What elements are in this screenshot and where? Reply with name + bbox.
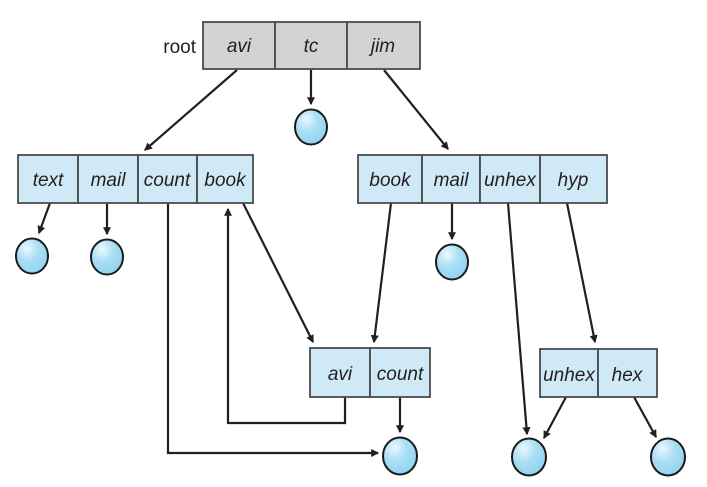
file-circle-shared-unhex: [511, 437, 547, 477]
right-cell-hyp: [539, 154, 608, 204]
file-circle-under-hex: [650, 437, 686, 477]
root-table-label: root: [163, 37, 196, 58]
left-cell-count: [137, 154, 198, 204]
middle-cell-count-label: count: [377, 364, 424, 385]
left-cell-mail: [77, 154, 139, 204]
bottom-right-directory-table: unhex hex: [539, 348, 658, 398]
link-left-book-to-middle-table: [242, 202, 314, 344]
link-right-book-to-middle-table: [370, 202, 393, 344]
right-cell-book: [357, 154, 423, 204]
root-cell-tc-label: tc: [304, 36, 319, 57]
middle-directory-table: avi count: [309, 347, 431, 398]
root-cell-avi: [202, 21, 276, 70]
left-directory-table: text mail count book: [17, 154, 254, 204]
left-cell-text: [17, 154, 79, 204]
middle-cell-count: [369, 347, 431, 398]
middle-cell-avi-label: avi: [328, 364, 353, 385]
file-circle-shared-count: [382, 436, 418, 476]
bottomright-cell-unhex-label: unhex: [543, 365, 596, 386]
right-cell-unhex-label: unhex: [484, 170, 537, 191]
root-directory-table: root avi tc jim: [163, 21, 421, 70]
link-left-text-to-file: [37, 202, 52, 235]
left-cell-book-label: book: [204, 170, 247, 191]
file-circle-under-right-mail: [435, 243, 469, 281]
root-cell-avi-label: avi: [227, 36, 252, 57]
bottomright-cell-hex: [597, 348, 658, 398]
middle-cell-avi: [309, 347, 371, 398]
right-directory-table: book mail unhex hyp: [357, 154, 608, 204]
root-cell-jim-label: jim: [368, 36, 395, 57]
link-right-hyp-to-bottomright-table: [565, 202, 598, 344]
left-cell-count-label: count: [144, 170, 191, 191]
link-left-count-to-shared-file: [166, 203, 380, 457]
link-right-unhex-to-shared-file: [506, 202, 531, 436]
right-cell-hyp-label: hyp: [558, 170, 589, 191]
link-root-jim-to-right-table: [383, 69, 449, 150]
right-cell-book-label: book: [369, 170, 412, 191]
bottomright-cell-hex-label: hex: [612, 365, 644, 386]
right-cell-mail: [421, 154, 481, 204]
link-bottomright-unhex-to-shared-file: [543, 396, 567, 440]
file-nodes: [15, 108, 686, 477]
links: [37, 69, 657, 457]
left-cell-mail-label: mail: [91, 170, 127, 191]
root-cell-jim: [346, 21, 421, 70]
bottomright-cell-unhex: [539, 348, 599, 398]
link-bottomright-hex-to-file: [633, 396, 657, 439]
link-root-avi-to-left-table: [144, 69, 238, 151]
link-middle-avi-to-left-book: [224, 207, 347, 425]
file-circle-under-left-mail: [90, 238, 124, 276]
left-cell-book: [196, 154, 254, 204]
left-cell-text-label: text: [33, 170, 64, 191]
right-cell-mail-label: mail: [434, 170, 470, 191]
file-circle-under-tc: [294, 108, 328, 146]
file-circle-under-text: [15, 237, 49, 275]
